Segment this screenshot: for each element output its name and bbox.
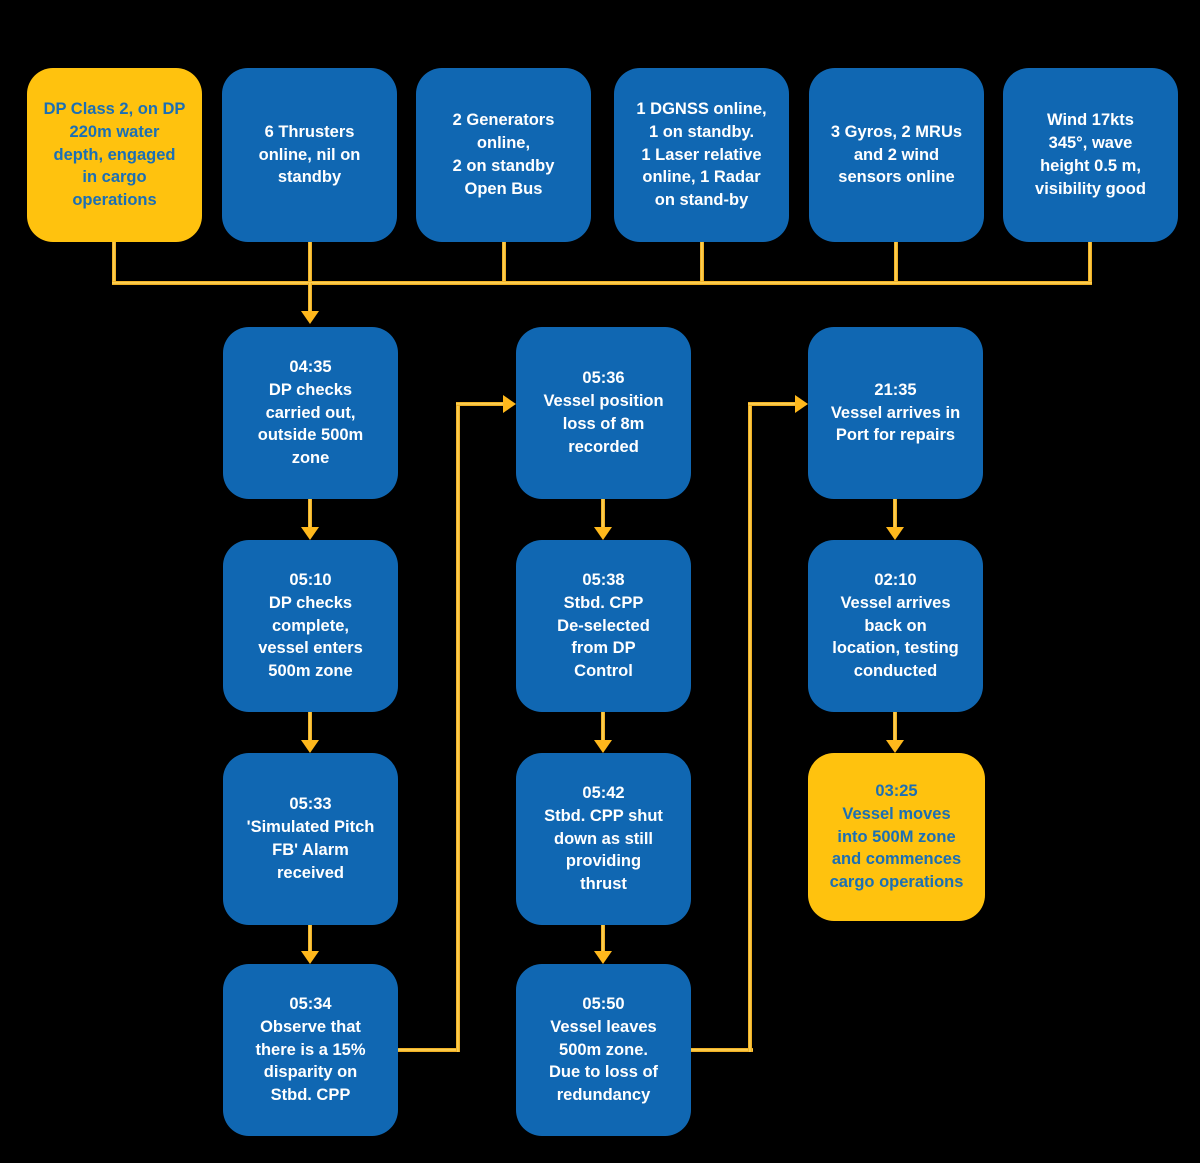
connector-col1-2	[308, 712, 312, 741]
event-description: 'Simulated Pitch FB' Alarm received	[246, 818, 375, 882]
arrow-right-icon	[795, 395, 808, 413]
connector-elbow1-bottom	[398, 1048, 460, 1052]
event-description: Vessel moves into 500M zone and commence…	[829, 804, 964, 892]
connector-elbow2-bottom	[691, 1048, 753, 1052]
connector-stub-5	[894, 242, 898, 283]
event-time: 02:10	[874, 571, 917, 590]
event-time: 05:50	[582, 995, 625, 1014]
node-dp-class-status: DP Class 2, on DP 220m water depth, enga…	[27, 68, 202, 242]
event-0542-cpp-shutdown: 05:42 Stbd. CPP shut down as still provi…	[516, 753, 691, 925]
event-0533-alarm-received: 05:33 'Simulated Pitch FB' Alarm receive…	[223, 753, 398, 925]
event-0210-back-on-location: 02:10 Vessel arrives back on location, t…	[808, 540, 983, 712]
connector-stub-6	[1088, 242, 1092, 283]
event-time: 04:35	[289, 358, 332, 377]
arrow-down-icon	[886, 527, 904, 540]
event-time: 03:25	[875, 782, 918, 801]
node-text: 1 DGNSS online, 1 on standby. 1 Laser re…	[636, 100, 767, 210]
arrow-right-icon	[503, 395, 516, 413]
event-0536-position-loss: 05:36 Vessel position loss of 8m recorde…	[516, 327, 691, 499]
event-time: 05:38	[582, 571, 625, 590]
node-sensors-status: 3 Gyros, 2 MRUs and 2 wind sensors onlin…	[809, 68, 984, 242]
connector-col2-1	[601, 499, 605, 528]
connector-elbow2-top	[748, 402, 795, 406]
event-description: Vessel arrives in Port for repairs	[830, 403, 961, 445]
arrow-down-icon	[301, 740, 319, 753]
connector-col2-3	[601, 925, 605, 952]
connector-col1-1	[308, 499, 312, 528]
event-0435-dp-checks: 04:35 DP checks carried out, outside 500…	[223, 327, 398, 499]
event-time: 05:36	[582, 369, 625, 388]
node-thrusters-status: 6 Thrusters online, nil on standby	[222, 68, 397, 242]
node-text: DP Class 2, on DP 220m water depth, enga…	[43, 100, 186, 210]
event-time: 05:34	[289, 995, 332, 1014]
node-generators-status: 2 Generators online, 2 on standby Open B…	[416, 68, 591, 242]
event-time: 05:42	[582, 784, 625, 803]
arrow-down-icon	[301, 951, 319, 964]
node-text: 2 Generators online, 2 on standby Open B…	[452, 111, 555, 198]
arrow-down-icon	[301, 527, 319, 540]
event-time: 05:33	[289, 795, 332, 814]
connector-col2-2	[601, 712, 605, 741]
connector-bus-to-timeline	[308, 283, 312, 313]
node-position-reference-status: 1 DGNSS online, 1 on standby. 1 Laser re…	[614, 68, 789, 242]
connector-stub-3	[502, 242, 506, 283]
event-0534-cpp-disparity: 05:34 Observe that there is a 15% dispar…	[223, 964, 398, 1136]
arrow-down-icon	[301, 311, 319, 324]
event-description: Stbd. CPP De-selected from DP Control	[557, 593, 650, 681]
arrow-down-icon	[594, 951, 612, 964]
connector-col3-1	[893, 499, 897, 528]
event-0510-checks-complete: 05:10 DP checks complete, vessel enters …	[223, 540, 398, 712]
event-description: DP checks carried out, outside 500m zone	[257, 380, 364, 468]
event-description: DP checks complete, vessel enters 500m z…	[258, 593, 363, 681]
event-description: Vessel arrives back on location, testing…	[832, 593, 959, 681]
event-0538-cpp-deselected: 05:38 Stbd. CPP De-selected from DP Cont…	[516, 540, 691, 712]
connector-stub-4	[700, 242, 704, 283]
connector-col3-2	[893, 712, 897, 741]
arrow-down-icon	[886, 740, 904, 753]
connector-elbow2-vertical	[748, 402, 752, 1052]
connector-stub-1	[112, 242, 116, 283]
event-description: Observe that there is a 15% disparity on…	[255, 1017, 366, 1105]
event-0325-resume-operations: 03:25 Vessel moves into 500M zone and co…	[808, 753, 985, 921]
event-description: Vessel position loss of 8m recorded	[543, 392, 664, 456]
connector-elbow1-vertical	[456, 402, 460, 1052]
node-weather-status: Wind 17kts 345°, wave height 0.5 m, visi…	[1003, 68, 1178, 242]
event-time: 05:10	[289, 571, 332, 590]
event-0550-leaves-zone: 05:50 Vessel leaves 500m zone. Due to lo…	[516, 964, 691, 1136]
connector-stub-2	[308, 242, 312, 283]
node-text: Wind 17kts 345°, wave height 0.5 m, visi…	[1035, 111, 1146, 198]
connector-col1-3	[308, 925, 312, 952]
node-text: 3 Gyros, 2 MRUs and 2 wind sensors onlin…	[830, 122, 963, 187]
event-description: Stbd. CPP shut down as still providing t…	[544, 806, 663, 894]
arrow-down-icon	[594, 527, 612, 540]
connector-elbow1-top	[456, 402, 503, 406]
event-2135-port-repairs: 21:35 Vessel arrives in Port for repairs	[808, 327, 983, 499]
event-time: 21:35	[874, 380, 917, 399]
arrow-down-icon	[594, 740, 612, 753]
connector-top-bus	[112, 281, 1092, 285]
node-text: 6 Thrusters online, nil on standby	[258, 122, 361, 187]
event-description: Vessel leaves 500m zone. Due to loss of …	[548, 1017, 659, 1105]
